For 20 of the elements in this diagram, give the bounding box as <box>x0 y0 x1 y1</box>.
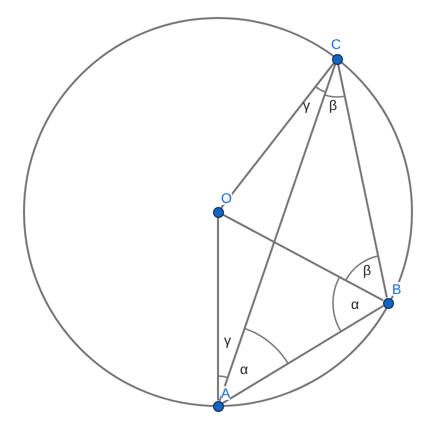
point-marker <box>212 400 224 412</box>
angle-label: γ <box>303 98 310 112</box>
line-segment <box>218 64 336 402</box>
line-segment <box>220 62 334 208</box>
line-segment <box>222 214 384 302</box>
point-label: O <box>221 191 232 205</box>
angle-label: γ <box>224 333 231 347</box>
point-marker <box>382 298 394 308</box>
line-segment <box>337 64 388 298</box>
point-marker <box>332 54 342 64</box>
angle-label: α <box>351 297 360 311</box>
angle-label: β <box>363 263 372 277</box>
point-marker <box>212 206 224 218</box>
point-label: B <box>392 282 402 296</box>
angle-label: α <box>240 362 248 376</box>
angle-label: β <box>329 98 338 112</box>
line-segment <box>217 218 219 400</box>
point-label: A <box>221 386 230 400</box>
line-segment <box>222 305 384 404</box>
point-label: C <box>331 37 342 51</box>
